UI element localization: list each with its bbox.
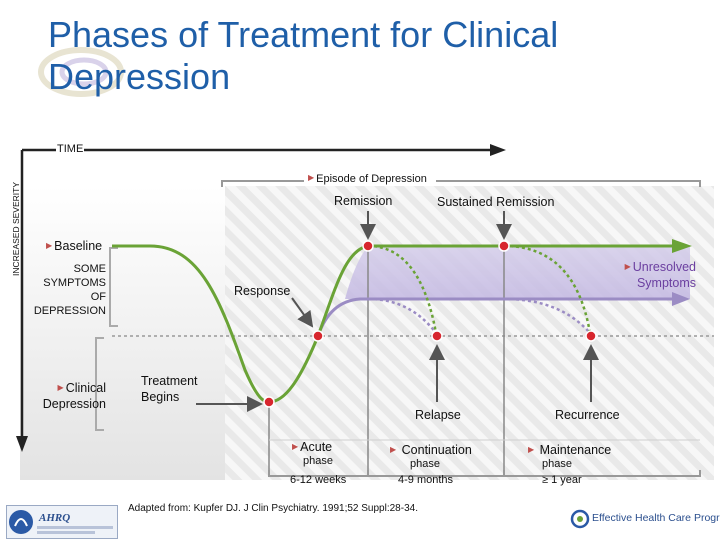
phase-bracket — [268, 470, 701, 477]
some-symptoms-bracket — [109, 247, 118, 327]
effective-health-care-logo: Effective Health Care Program — [570, 508, 720, 530]
unresolved-band — [345, 246, 690, 299]
bullet-icon: ▶ — [390, 445, 397, 454]
watermark-logo-icon — [36, 42, 126, 102]
sustained-remission-marker — [498, 240, 510, 252]
remission-marker — [362, 240, 374, 252]
response-arrow — [291, 297, 314, 328]
some-symptoms-label: SOME SYMPTOMS OF DEPRESSION — [33, 263, 106, 317]
bullet-icon: ▶ — [308, 173, 315, 182]
phase-continuation-duration: 4-9 months — [398, 474, 454, 486]
bullet-icon: ▶ — [528, 445, 535, 454]
bullet-icon: ▶ — [624, 262, 631, 271]
response-label: Response — [234, 284, 291, 298]
relapse-marker — [431, 330, 443, 342]
recurrence-label: Recurrence — [555, 408, 620, 422]
bullet-icon: ▶ — [46, 241, 53, 250]
svg-text:AHRQ: AHRQ — [38, 512, 70, 524]
remission-label: Remission — [334, 194, 393, 208]
bullet-icon: ▶ — [292, 442, 299, 451]
unresolved-symptoms-label: ▶Unresolved Symptoms — [624, 260, 696, 290]
bullet-icon: ▶ — [57, 383, 64, 392]
page-title: Phases of Treatment for Clinical Depress… — [48, 14, 559, 97]
sustained-remission-label: Sustained Remission — [437, 195, 555, 209]
response-marker — [312, 330, 324, 342]
relapse-label: Relapse — [415, 408, 461, 422]
phase-maintenance: ▶ Maintenance phase — [528, 443, 612, 470]
event-markers — [263, 240, 597, 408]
treatment-begins-label: Treatment Begins — [141, 374, 198, 404]
phase-continuation: ▶ Continuation phase — [390, 443, 472, 470]
recurrence-marker — [585, 330, 597, 342]
effective-health-care-text: Effective Health Care Program — [592, 512, 720, 524]
treatment-hatched-region — [225, 186, 714, 480]
phase-maintenance-duration: ≥ 1 year — [542, 474, 582, 486]
episode-bracket — [221, 180, 304, 187]
clinical-bracket — [95, 337, 104, 431]
time-axis-label: TIME — [56, 143, 85, 155]
ahrq-logo: AHRQ — [6, 505, 118, 539]
clinical-depression-label: ▶Clinical Depression — [42, 381, 106, 411]
phase-acute-duration: 6-12 weeks — [290, 474, 347, 486]
treatment-begins-marker — [263, 396, 275, 408]
episode-label: ▶Episode of Depression — [306, 173, 429, 185]
phase-acute: ▶Acute phase — [292, 440, 333, 467]
citation: Adapted from: Kupfer DJ. J Clin Psychiat… — [128, 503, 418, 514]
baseline-label: ▶Baseline — [46, 239, 103, 253]
